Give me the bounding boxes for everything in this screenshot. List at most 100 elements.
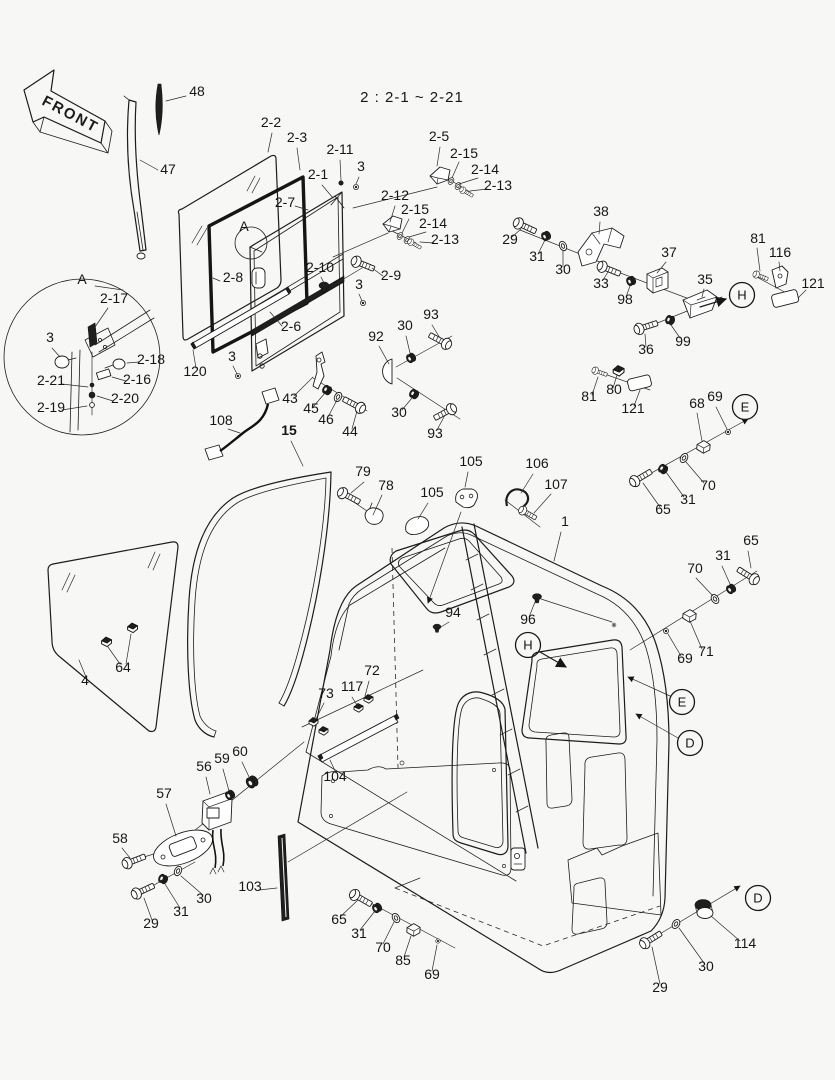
callout-58: 58 — [112, 830, 128, 846]
view-marker-H: H — [728, 281, 756, 309]
callout-70: 70 — [375, 939, 391, 955]
callout-68: 68 — [689, 395, 705, 411]
bracket-38-set — [510, 215, 625, 267]
callout-94: 94 — [445, 604, 461, 620]
callout-37: 37 — [661, 244, 677, 260]
callout-57: 57 — [156, 785, 172, 801]
callout-48: 48 — [189, 83, 205, 99]
svg-text:D: D — [685, 736, 694, 751]
front-arrow: FRONT — [23, 69, 113, 154]
mount-set-bottom-right — [636, 885, 741, 952]
callout-78: 78 — [378, 477, 394, 493]
svg-text:E: E — [678, 695, 687, 710]
callout-2-9: 2-9 — [381, 267, 401, 283]
svg-text:D: D — [753, 891, 762, 906]
callout-2-18: 2-18 — [137, 351, 165, 367]
callout-45: 45 — [303, 400, 319, 416]
threshold-strip-104 — [317, 713, 400, 763]
view-marker-D: D — [676, 729, 704, 757]
callout-69: 69 — [707, 388, 723, 404]
hinge-80-set — [590, 365, 652, 392]
front-window-glass — [177, 154, 282, 341]
callout-69: 69 — [677, 650, 693, 666]
callout-15: 15 — [281, 422, 297, 438]
callout-72: 72 — [364, 662, 380, 678]
svg-text:H: H — [737, 288, 746, 303]
callout-71: 71 — [698, 643, 714, 659]
callout-70: 70 — [687, 560, 703, 576]
callout-121: 121 — [801, 275, 825, 291]
callout-79: 79 — [355, 463, 371, 479]
callout-93: 93 — [427, 425, 443, 441]
callout-70: 70 — [700, 477, 716, 493]
mount-set-bottom — [346, 886, 456, 949]
callout-105: 105 — [420, 484, 444, 500]
callout-104: 104 — [323, 768, 347, 784]
callout-2-12: 2-12 — [381, 187, 409, 203]
callout-47: 47 — [160, 161, 176, 177]
svg-text:H: H — [523, 638, 532, 653]
front-pillar-strip — [391, 523, 539, 854]
callout-105: 105 — [459, 453, 483, 469]
callout-85: 85 — [395, 952, 411, 968]
callout-2-17: 2-17 — [100, 290, 128, 306]
callout-98: 98 — [617, 291, 633, 307]
view-marker-E: E — [731, 393, 759, 421]
view-marker-H: H — [514, 631, 542, 659]
callout-2-19: 2-19 — [37, 399, 65, 415]
callout-81: 81 — [750, 230, 766, 246]
callout-103: 103 — [238, 878, 262, 894]
floor-plate — [320, 760, 512, 876]
callout-31: 31 — [351, 925, 367, 941]
door-window-opening — [451, 691, 509, 856]
callout-108: 108 — [209, 412, 233, 428]
callout-2-14: 2-14 — [471, 161, 499, 177]
callout-31: 31 — [529, 248, 545, 264]
callout-30: 30 — [397, 317, 413, 333]
callout-2-13: 2-13 — [484, 177, 512, 193]
callout-2-21: 2-21 — [37, 372, 65, 388]
callout-30: 30 — [391, 404, 407, 420]
callout-117: 117 — [341, 678, 364, 694]
callout-31: 31 — [173, 903, 189, 919]
callout-2-8: 2-8 — [223, 269, 243, 285]
callout-93: 93 — [423, 306, 439, 322]
diagram-title: 2 : 2-1 ~ 2-21 — [360, 89, 464, 106]
latch-set — [312, 351, 369, 416]
callout-2-2: 2-2 — [261, 114, 281, 130]
door-weatherstrip-loop — [187, 471, 332, 738]
mount-set-right — [629, 563, 763, 651]
windshield-opening — [301, 547, 517, 882]
callout-3: 3 — [355, 276, 363, 292]
callout-2-16: 2-16 — [123, 371, 151, 387]
view-marker-layer: H E H E D D — [514, 281, 772, 912]
callout-73: 73 — [318, 685, 334, 701]
callout-30: 30 — [555, 261, 571, 277]
callout-107: 107 — [544, 476, 568, 492]
callout-3: 3 — [357, 158, 365, 174]
callout-120: 120 — [183, 363, 207, 379]
cab-body — [297, 522, 679, 974]
leader-lines — [51, 95, 807, 985]
callout-layer: 48472-22-32-1132-12-72-52-152-142-132-12… — [37, 83, 825, 995]
callout-60: 60 — [232, 743, 248, 759]
callout-65: 65 — [655, 501, 671, 517]
callout-29: 29 — [143, 915, 159, 931]
callout-2-5: 2-5 — [429, 128, 449, 144]
callout-35: 35 — [697, 271, 713, 287]
callout-2-1: 2-1 — [308, 166, 328, 182]
rubber-mount-114 — [694, 899, 714, 919]
wiper-arm-and-blade — [123, 83, 163, 260]
callout-3: 3 — [46, 329, 54, 345]
callout-2-3: 2-3 — [287, 129, 307, 145]
door-latch — [510, 847, 526, 871]
roof-hatch-opening — [389, 529, 515, 614]
view-marker-D: D — [744, 884, 772, 912]
callout-2-6: 2-6 — [281, 318, 301, 334]
callout-116: 116 — [769, 244, 792, 260]
hinge-116-set — [751, 265, 800, 308]
callout-3: 3 — [228, 348, 236, 364]
callout-4: 4 — [81, 672, 89, 688]
